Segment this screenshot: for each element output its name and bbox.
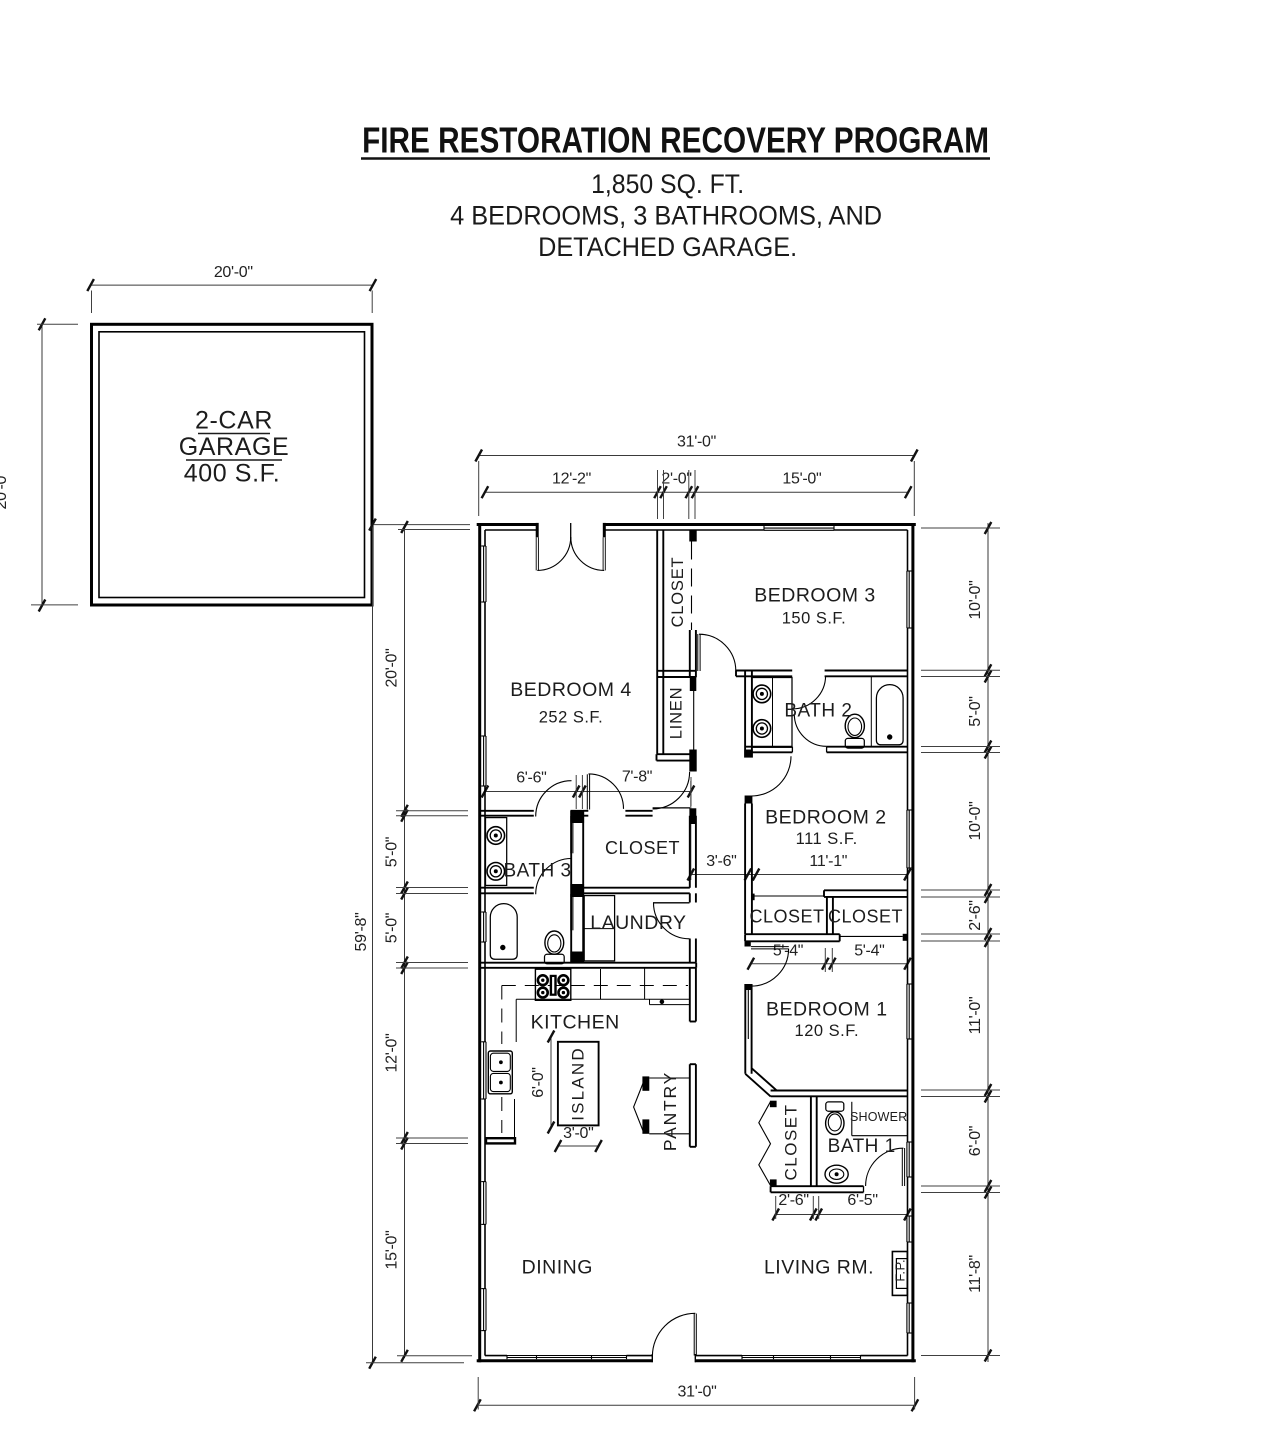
svg-text:11'-8": 11'-8" <box>967 1255 984 1293</box>
svg-text:CLOSET: CLOSET <box>749 907 824 927</box>
svg-text:BEDROOM 1: BEDROOM 1 <box>766 998 888 1020</box>
svg-text:20'-0": 20'-0" <box>384 649 401 688</box>
svg-text:11'-0": 11'-0" <box>967 997 984 1035</box>
svg-text:6'-6": 6'-6" <box>516 770 546 787</box>
svg-text:2'-6": 2'-6" <box>967 900 984 930</box>
svg-text:12'-2": 12'-2" <box>552 471 591 488</box>
svg-text:FIRE RESTORATION RECOVERY PROG: FIRE RESTORATION RECOVERY PROGRAM <box>362 120 989 161</box>
svg-text:ISLAND: ISLAND <box>569 1046 588 1121</box>
svg-text:F.P.: F.P. <box>892 1259 907 1282</box>
svg-text:11'-1": 11'-1" <box>809 853 847 870</box>
svg-text:DINING: DINING <box>522 1257 593 1279</box>
svg-text:BATH 1: BATH 1 <box>828 1136 896 1157</box>
svg-text:7'-8": 7'-8" <box>622 769 652 786</box>
svg-text:4 BEDROOMS, 3 BATHROOMS, AND: 4 BEDROOMS, 3 BATHROOMS, AND <box>450 201 882 231</box>
svg-text:150 S.F.: 150 S.F. <box>782 610 847 628</box>
svg-text:2'-6": 2'-6" <box>778 1192 808 1209</box>
svg-text:20'-0": 20'-0" <box>0 471 10 510</box>
svg-text:LINEN: LINEN <box>668 687 686 740</box>
svg-text:10'-0": 10'-0" <box>967 581 984 620</box>
svg-text:5'-0": 5'-0" <box>384 837 401 867</box>
svg-text:2-CAR: 2-CAR <box>195 407 273 435</box>
svg-text:5'-0": 5'-0" <box>967 696 984 726</box>
svg-text:59'-8": 59'-8" <box>353 913 370 952</box>
svg-text:252 S.F.: 252 S.F. <box>539 709 604 727</box>
svg-text:3'-0": 3'-0" <box>563 1125 593 1142</box>
svg-text:BEDROOM 4: BEDROOM 4 <box>510 679 632 701</box>
svg-text:31'-0": 31'-0" <box>677 434 716 451</box>
svg-text:BATH 2: BATH 2 <box>784 700 852 721</box>
svg-text:PANTRY: PANTRY <box>660 1071 680 1151</box>
svg-text:5'-4": 5'-4" <box>854 943 884 960</box>
svg-text:KITCHEN: KITCHEN <box>531 1011 620 1033</box>
svg-text:31'-0": 31'-0" <box>678 1384 717 1401</box>
svg-text:10'-0": 10'-0" <box>967 802 984 841</box>
svg-text:LAUNDRY: LAUNDRY <box>590 912 686 934</box>
svg-text:120 S.F.: 120 S.F. <box>795 1022 860 1040</box>
svg-text:1,850 SQ. FT.: 1,850 SQ. FT. <box>591 169 744 199</box>
svg-text:GARAGE: GARAGE <box>179 433 290 461</box>
svg-text:BATH 3: BATH 3 <box>503 861 571 882</box>
svg-text:111 S.F.: 111 S.F. <box>796 830 858 848</box>
svg-text:CLOSET: CLOSET <box>669 557 687 628</box>
svg-text:CLOSET: CLOSET <box>828 907 903 927</box>
svg-text:BEDROOM 3: BEDROOM 3 <box>754 585 876 607</box>
svg-text:CLOSET: CLOSET <box>782 1103 801 1180</box>
svg-text:2'-0": 2'-0" <box>661 471 691 488</box>
svg-text:LIVING RM.: LIVING RM. <box>764 1257 874 1279</box>
svg-text:CLOSET: CLOSET <box>605 838 680 858</box>
svg-text:5'-0": 5'-0" <box>384 913 401 943</box>
svg-text:6'-5": 6'-5" <box>847 1192 877 1209</box>
svg-text:DETACHED GARAGE.: DETACHED GARAGE. <box>538 232 797 262</box>
svg-text:3'-6": 3'-6" <box>706 853 736 870</box>
svg-text:400 S.F.: 400 S.F. <box>184 460 281 488</box>
svg-text:12'-0": 12'-0" <box>384 1034 401 1073</box>
svg-text:BEDROOM 2: BEDROOM 2 <box>765 807 887 829</box>
svg-text:20'-0": 20'-0" <box>214 264 253 281</box>
svg-text:15'-0": 15'-0" <box>782 471 821 488</box>
svg-text:15'-0": 15'-0" <box>384 1231 401 1270</box>
svg-text:6'-0": 6'-0" <box>967 1126 984 1156</box>
svg-text:SHOWER: SHOWER <box>850 1110 907 1124</box>
svg-text:6'-0": 6'-0" <box>530 1067 547 1097</box>
